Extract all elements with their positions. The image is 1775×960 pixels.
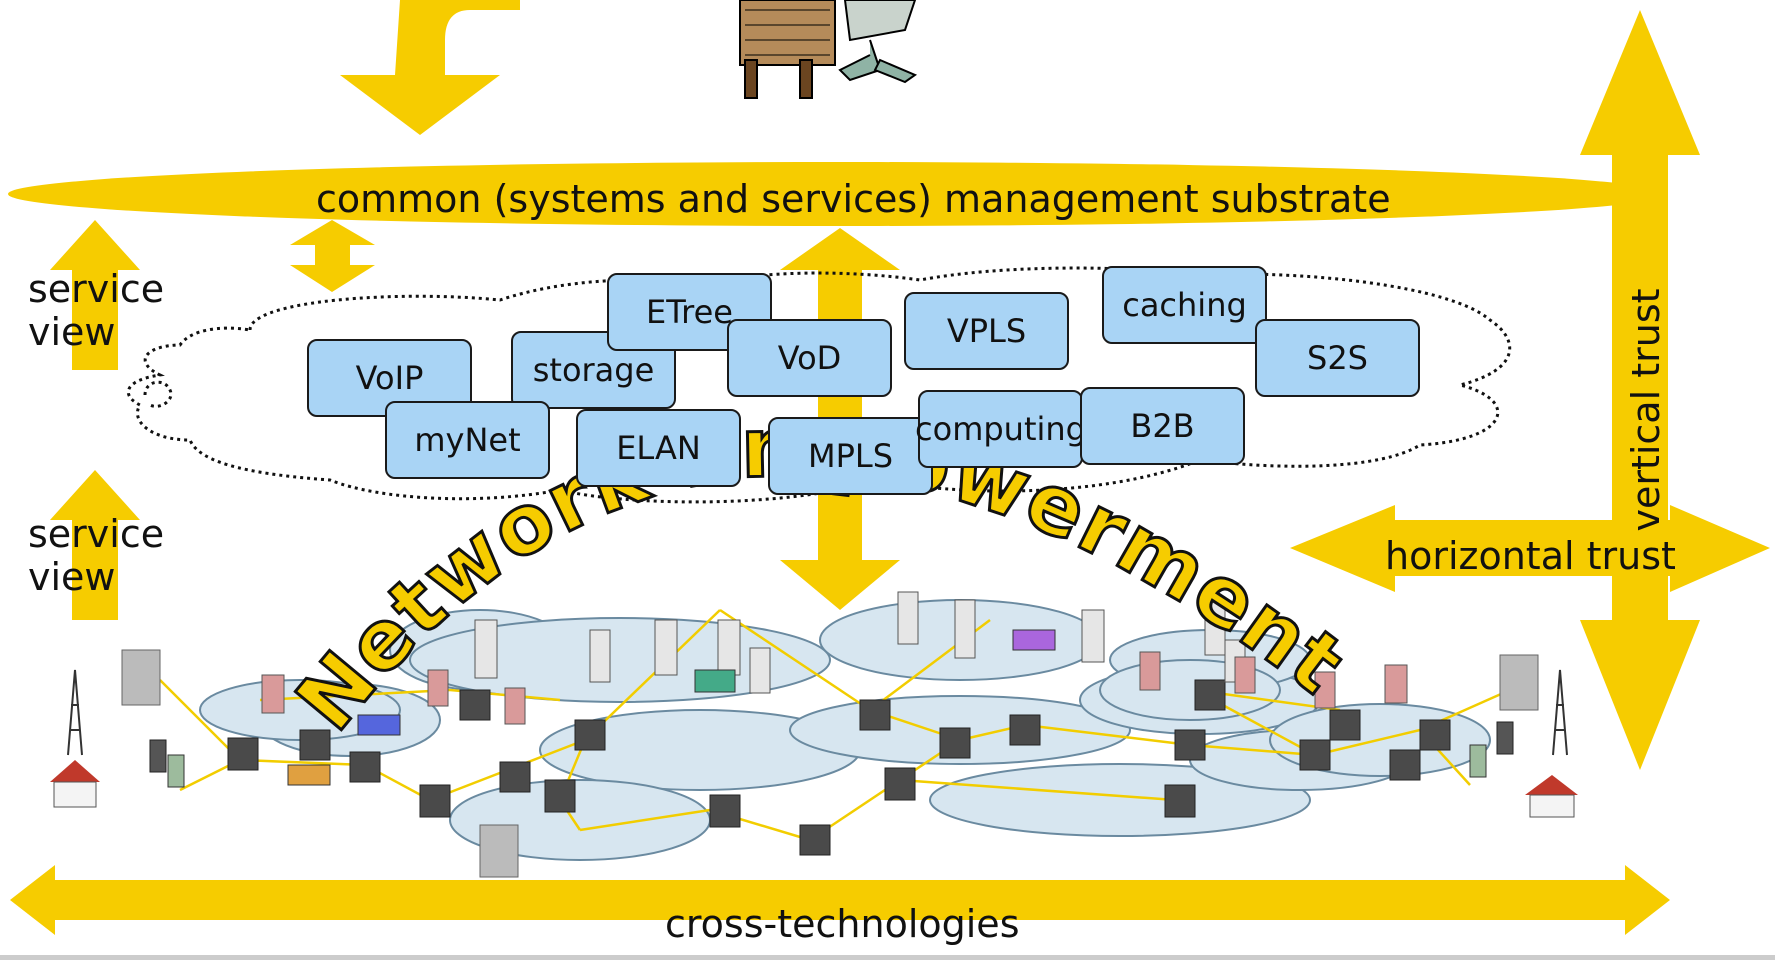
vertical-trust-label: vertical trust bbox=[1624, 288, 1668, 532]
service-box-mynet: myNet bbox=[385, 401, 550, 479]
antenna-towers bbox=[67, 669, 1568, 756]
top-curved-arrow bbox=[340, 0, 520, 135]
service-cloud bbox=[127, 266, 1512, 504]
vertical-trust-arrow bbox=[1580, 10, 1700, 770]
service-box-vod: VoD bbox=[727, 319, 892, 397]
user-illustration bbox=[739, 0, 918, 99]
service-box-b2b: B2B bbox=[1080, 387, 1245, 465]
service-box-s2s: S2S bbox=[1255, 319, 1420, 397]
service-box-computing: computing bbox=[915, 390, 1086, 468]
houses bbox=[50, 760, 1578, 818]
horizontal-trust-arrow bbox=[1290, 505, 1770, 592]
service-box-caching: caching bbox=[1102, 266, 1267, 344]
network-devices bbox=[50, 591, 1578, 878]
service-view-label-top: service view bbox=[28, 267, 165, 354]
substrate-ellipse bbox=[8, 162, 1668, 226]
service-view-label-bottom: service view bbox=[28, 512, 165, 599]
cross-tech-arrow bbox=[10, 865, 1670, 935]
left-service-arrows bbox=[50, 220, 140, 620]
horizontal-trust-label: horizontal trust bbox=[1385, 534, 1676, 578]
service-box-vpls: VPLS bbox=[904, 292, 1069, 370]
spectrum-devices bbox=[287, 629, 1056, 786]
service-cloud-inner bbox=[143, 380, 173, 408]
bottom-divider bbox=[0, 955, 1775, 960]
small-double-arrow-left bbox=[290, 220, 375, 292]
cross-technologies-label: cross-technologies bbox=[665, 902, 1020, 946]
substrate-label: common (systems and services) management… bbox=[316, 177, 1391, 221]
service-box-mpls: MPLS bbox=[768, 417, 933, 495]
service-box-elan: ELAN bbox=[576, 409, 741, 487]
